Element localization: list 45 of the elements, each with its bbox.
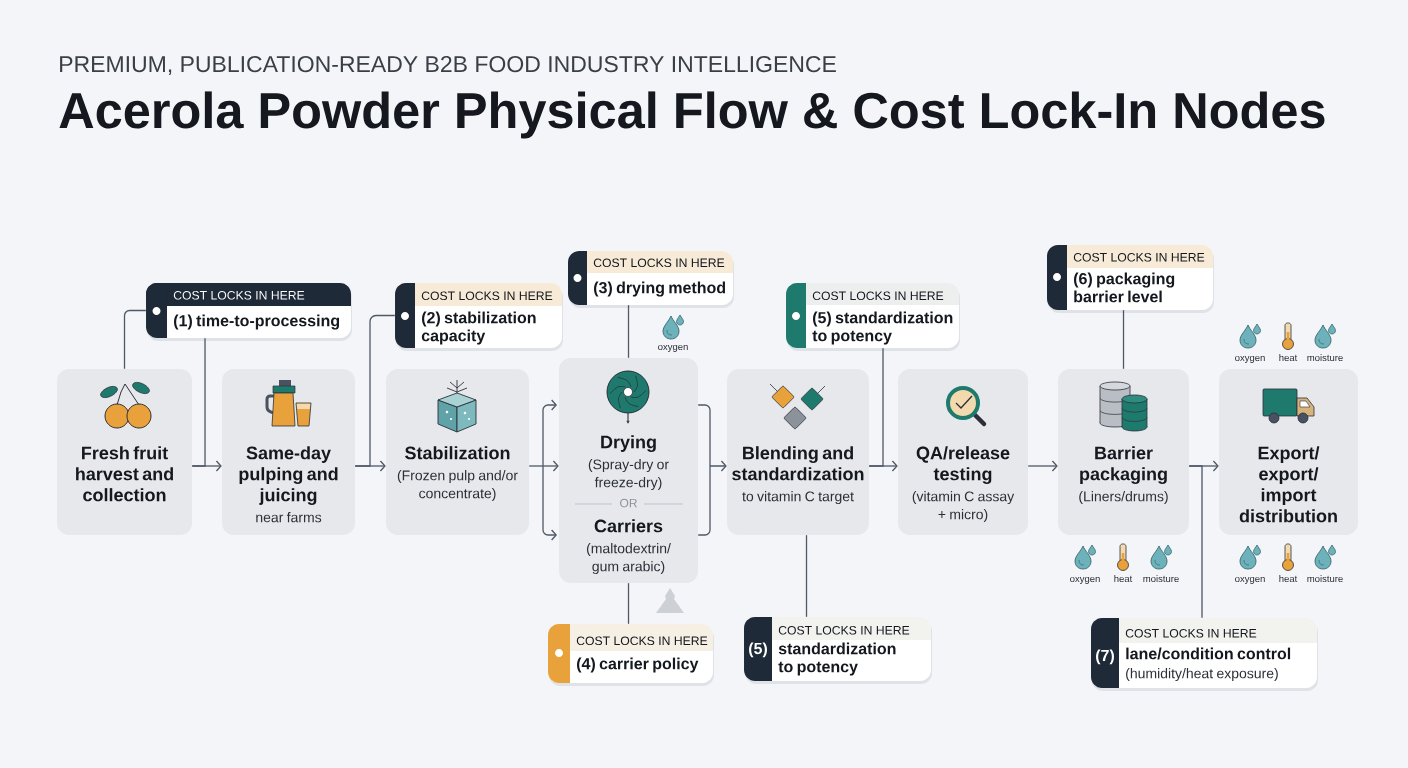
leader-line [805,534,808,618]
icon-label: oxygen [1070,576,1100,584]
icon-label: heat [1114,575,1133,583]
icon-label: heat [1279,575,1298,583]
icon-label: heat [1279,354,1298,362]
icon-label: moisture [1307,575,1343,583]
leader-line [191,337,206,467]
node-label: (Spray-dry or freeze-dry) [588,459,669,491]
callout-box: COST LOCKS IN HERE (6) packaging barrier level [1047,245,1214,313]
icon-label: oxygen [1235,576,1265,584]
step-box: Same-day pulping and juicing near farms [222,369,355,535]
icon-label: moisture [1307,354,1343,362]
arrow [1027,460,1058,472]
step-box: QA/release testing (vitamin C assay + micro) [898,369,1028,535]
node-label: OR [620,498,637,508]
leader-line [627,304,630,359]
node-label: (maltodextrin/ gum arabic) [586,543,671,575]
callout-box: COST LOCKS IN HERE (3) drying method [568,251,734,308]
callout-box: COST LOCKS IN HERE (4) carrier policy [548,624,714,686]
callout-box: COST LOCKS IN HERE (1) time-to-processing [146,283,352,341]
leader-line [354,314,396,467]
step-box: Export/ export/ import distribution [1219,369,1358,535]
step-box: Blending and standardization to vitamin C target [727,369,869,535]
step-box: Stabilization (Frozen pulp and/or concentrate) [386,369,529,535]
branch-arrow [528,399,559,541]
icon-label: oxygen [658,344,688,352]
step-box: Barrier packaging (Liners/drums) [1058,369,1189,535]
callout-box: COST LOCKS IN HERE (5) standardization to potency [786,283,960,351]
leader-line [1188,465,1203,619]
node-label: Drying [601,435,656,453]
subtitle: PREMIUM, PUBLICATION-READY B2B FOOD INDUSTRY INTELLIGENCE [60,55,836,75]
callout-box: COST LOCKS IN HERE (2) stabilization capacity [395,283,563,351]
leader-line [627,582,630,625]
icon-label: oxygen [1235,355,1265,363]
leader-line [868,347,884,467]
callout-box: (5) COST LOCKS IN HERE standardization to potency [744,617,932,684]
leader-line [1122,309,1125,370]
step-box: Fresh fruit harvest and collection [57,369,192,535]
title: Acerola Powder Physical Flow & Cost Lock-In Nodes [59,91,1325,139]
node-label: Carriers [594,519,663,533]
step-box: Drying (Spray-dry or freeze-dry) OR Carriers (maltodextrin/ gum arabic) [559,358,698,583]
leader-line [123,309,147,370]
icon-label: moisture [1143,575,1179,583]
callout-box: (7) COST LOCKS IN HERE lane/condition control (humidity/heat exposure) [1091,618,1318,691]
merge-arrow [697,404,727,536]
